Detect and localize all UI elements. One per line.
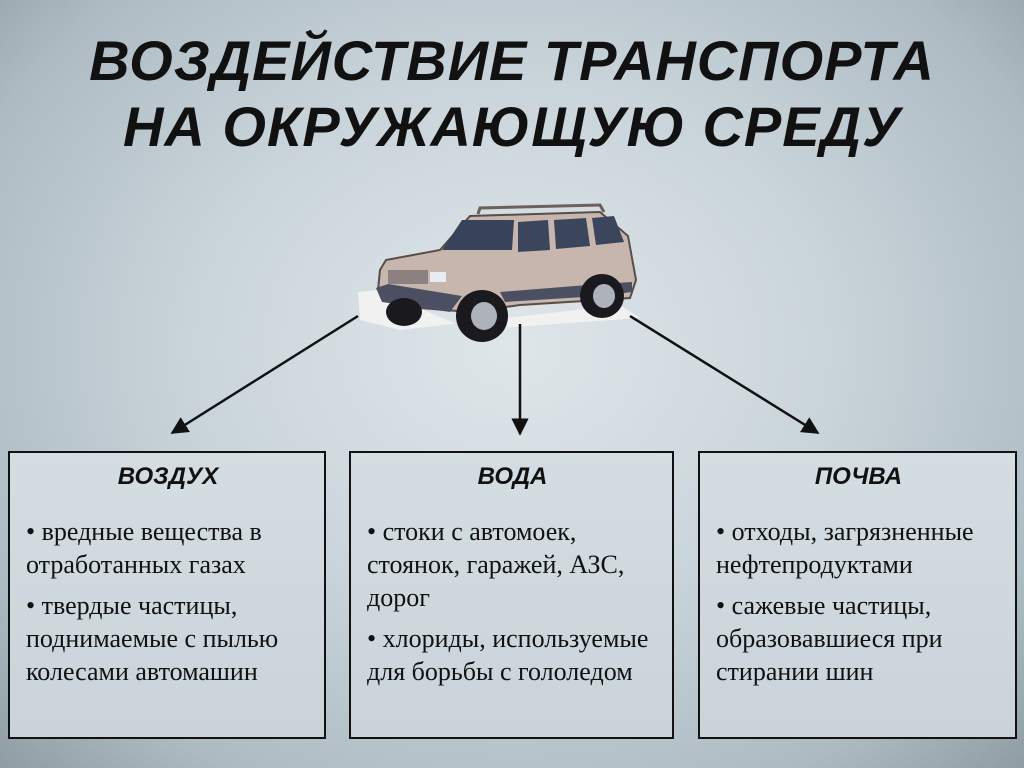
- arrows: [170, 314, 820, 436]
- water-item-2: хлориды, используемые для борьбы с голол…: [367, 622, 658, 688]
- soil-box: ПОЧВА отходы, загрязненные нефтепродукта…: [698, 451, 1017, 739]
- soil-item-1: отходы, загрязненные нефтепродуктами: [716, 515, 1001, 581]
- water-item-1: стоки с автомоек, стоянок, гаражей, АЗС,…: [367, 515, 658, 614]
- air-list: вредные вещества в отработанных газах тв…: [26, 515, 310, 688]
- car-window-middle: [554, 218, 590, 249]
- car-front-wheel: [456, 290, 508, 342]
- car-front-bumper: [376, 284, 462, 312]
- soil-heading: ПОЧВА: [814, 463, 903, 490]
- car-far-wheel: [386, 298, 422, 326]
- air-item-1: вредные вещества в отработанных газах: [26, 515, 310, 581]
- water-box: ВОДА стоки с автомоек, стоянок, гаражей,…: [349, 451, 674, 739]
- car-grille: [388, 270, 428, 284]
- air-heading: ВОЗДУХ: [117, 463, 219, 490]
- water-heading: ВОДА: [477, 463, 548, 490]
- slide-title-line-1: ВОЗДЕЙСТВИЕ ТРАНСПОРТА: [89, 29, 935, 92]
- air-item-2: твердые частицы, поднимаемые с пылью кол…: [26, 589, 310, 688]
- slide-title-line-2: НА ОКРУЖАЮЩУЮ СРЕДУ: [122, 95, 901, 158]
- car-rear-wheel: [580, 274, 624, 318]
- water-list: стоки с автомоек, стоянок, гаражей, АЗС,…: [367, 515, 658, 688]
- air-box: ВОЗДУХ вредные вещества в отработанных г…: [8, 451, 326, 739]
- arrow-to-soil: [629, 314, 820, 435]
- slide-title: ВОЗДЕЙСТВИЕ ТРАНСПОРТА НА ОКРУЖАЮЩУЮ СРЕ…: [0, 28, 1024, 160]
- soil-item-2: сажевые частицы, образовавшиеся при стир…: [716, 589, 1001, 688]
- car-shadow: [358, 290, 640, 330]
- soil-list: отходы, загрязненные нефтепродуктами саж…: [716, 515, 1001, 688]
- car-window-front: [518, 220, 550, 252]
- arrow-to-air: [170, 314, 359, 435]
- car-window-rear: [592, 216, 624, 245]
- car-windshield: [442, 220, 514, 250]
- suv-car-illustration: [358, 203, 640, 342]
- car-roof-rack: [476, 203, 606, 215]
- car-headlight: [430, 272, 446, 282]
